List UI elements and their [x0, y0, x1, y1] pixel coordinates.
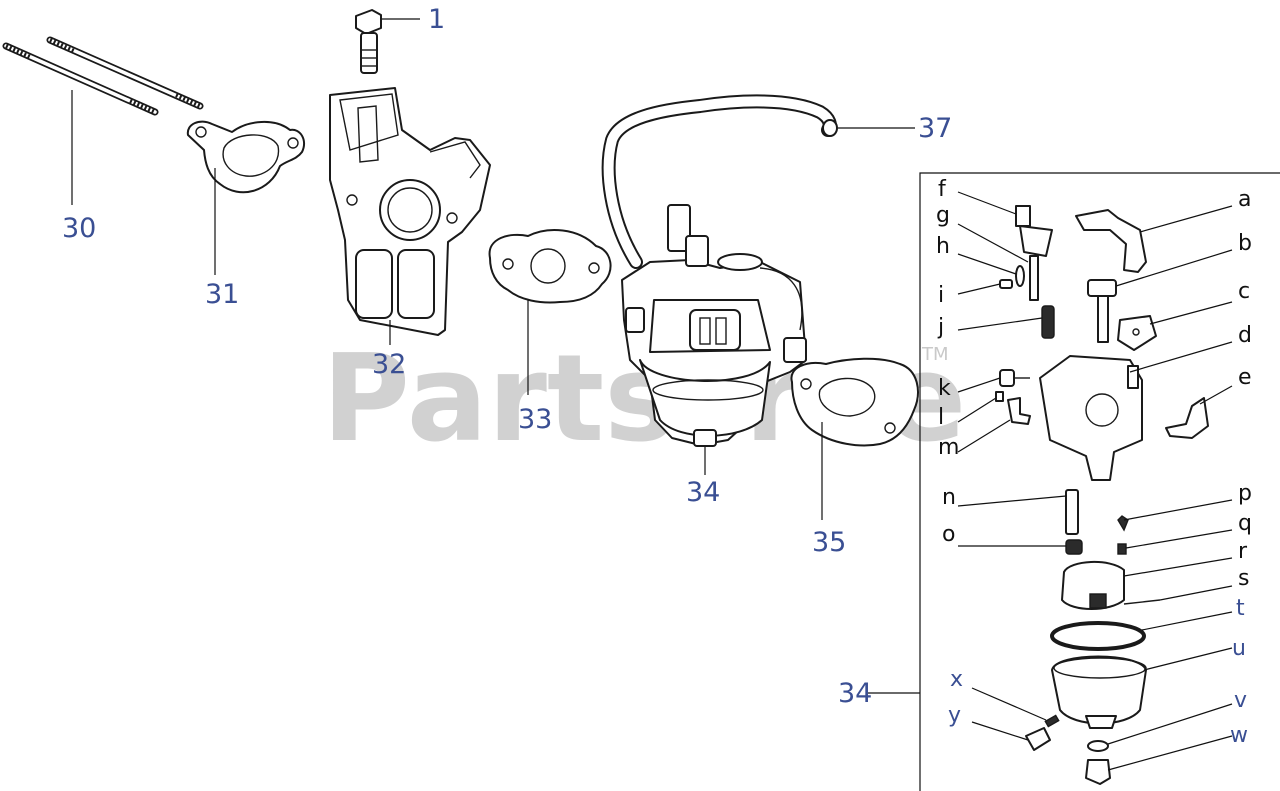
callout-37: 37: [918, 113, 952, 144]
leader-d: [1129, 341, 1233, 373]
detail-part-b[interactable]: [1087, 279, 1117, 343]
callout-j: j: [937, 315, 944, 340]
detail-part-s[interactable]: [1123, 599, 1161, 605]
part-33-gasket[interactable]: [488, 229, 612, 304]
callout-m: m: [938, 435, 959, 460]
leader-y: [971, 721, 1029, 741]
detail-part-n[interactable]: [1065, 489, 1079, 535]
leader-k: [957, 377, 1001, 393]
part-1-bolt[interactable]: [355, 9, 382, 74]
callout-t: t: [1236, 596, 1245, 621]
callout-k: k: [938, 376, 951, 401]
part-37-fuel-line[interactable]: [601, 94, 838, 269]
callout-n: n: [942, 485, 956, 510]
part-35-gasket[interactable]: [790, 357, 919, 447]
callout-w: w: [1230, 723, 1248, 748]
part-31-gasket[interactable]: [186, 120, 306, 194]
callout-o: o: [942, 522, 955, 547]
callout-34-detail: 34: [838, 678, 872, 709]
callout-l: l: [938, 405, 944, 430]
leader-x: [971, 687, 1047, 721]
detail-part-l[interactable]: [995, 391, 1004, 402]
callout-r: r: [1238, 539, 1248, 564]
callout-f: f: [938, 177, 947, 202]
callout-p: p: [1238, 481, 1252, 506]
leader-e: [1199, 385, 1233, 405]
callout-31: 31: [205, 279, 239, 310]
callout-c: c: [1238, 279, 1250, 304]
leader-m: [957, 419, 1011, 453]
callout-q: q: [1238, 511, 1252, 536]
detail-part-e[interactable]: [1165, 397, 1209, 439]
detail-part-u[interactable]: [1051, 655, 1147, 729]
callout-30: 30: [62, 213, 96, 244]
leader-v: [1107, 703, 1233, 745]
detail-part-q[interactable]: [1117, 543, 1127, 555]
leader-r: [1123, 557, 1233, 577]
leader-n: [957, 495, 1067, 507]
leader-q: [1125, 529, 1233, 549]
watermark-tm: TM: [921, 344, 949, 365]
detail-part-o[interactable]: [1065, 539, 1083, 555]
detail-part-k[interactable]: [999, 369, 1030, 387]
detail-part-w[interactable]: [1085, 759, 1111, 785]
leader-c: [1149, 301, 1233, 325]
leader-a: [1139, 205, 1233, 233]
detail-part-m[interactable]: [1007, 397, 1031, 425]
leader-s: [1159, 585, 1233, 601]
leader-b: [1115, 249, 1233, 287]
callout-a: a: [1238, 187, 1251, 212]
leader-i: [957, 283, 1001, 295]
callout-b: b: [1238, 231, 1252, 256]
callout-g: g: [936, 203, 950, 228]
leader-j: [957, 317, 1043, 331]
part-32-bracket[interactable]: [329, 87, 491, 336]
detail-part-f[interactable]: [1015, 205, 1053, 301]
callout-d: d: [1238, 323, 1252, 348]
callout-u: u: [1232, 636, 1246, 661]
callout-34: 34: [686, 477, 720, 508]
detail-part-h[interactable]: [1015, 265, 1025, 287]
part-34-carburetor[interactable]: [621, 204, 807, 447]
part-30-studs[interactable]: [2, 36, 204, 116]
detail-part-t[interactable]: [1050, 621, 1146, 651]
leader-w: [1107, 735, 1233, 771]
detail-box-border: [919, 172, 1280, 791]
leader-l: [957, 397, 997, 423]
detail-part-d[interactable]: [1039, 355, 1143, 481]
leader-p: [1123, 499, 1233, 521]
callout-33: 33: [518, 404, 552, 435]
callout-v: v: [1234, 688, 1247, 713]
callout-32: 32: [372, 349, 406, 380]
callout-y: y: [948, 703, 961, 728]
callout-s: s: [1238, 566, 1249, 591]
detail-part-r[interactable]: [1061, 560, 1125, 610]
callout-35: 35: [812, 527, 846, 558]
callout-i: i: [938, 283, 944, 308]
detail-part-c[interactable]: [1117, 315, 1157, 351]
detail-part-j[interactable]: [1041, 305, 1055, 339]
leader-f: [957, 191, 1017, 215]
detail-part-x[interactable]: [1044, 714, 1060, 728]
leader-h: [957, 253, 1017, 275]
callout-x: x: [950, 667, 963, 692]
callout-1: 1: [428, 4, 445, 35]
detail-part-y[interactable]: [1025, 727, 1051, 751]
detail-part-a[interactable]: [1075, 209, 1147, 273]
leader-t: [1141, 611, 1233, 631]
detail-part-v[interactable]: [1087, 740, 1109, 752]
detail-part-p[interactable]: [1117, 515, 1129, 532]
leader-u: [1143, 647, 1233, 671]
leader-g: [957, 223, 1029, 263]
callout-e: e: [1238, 365, 1252, 390]
callout-h: h: [936, 234, 950, 259]
detail-part-i[interactable]: [999, 279, 1013, 289]
